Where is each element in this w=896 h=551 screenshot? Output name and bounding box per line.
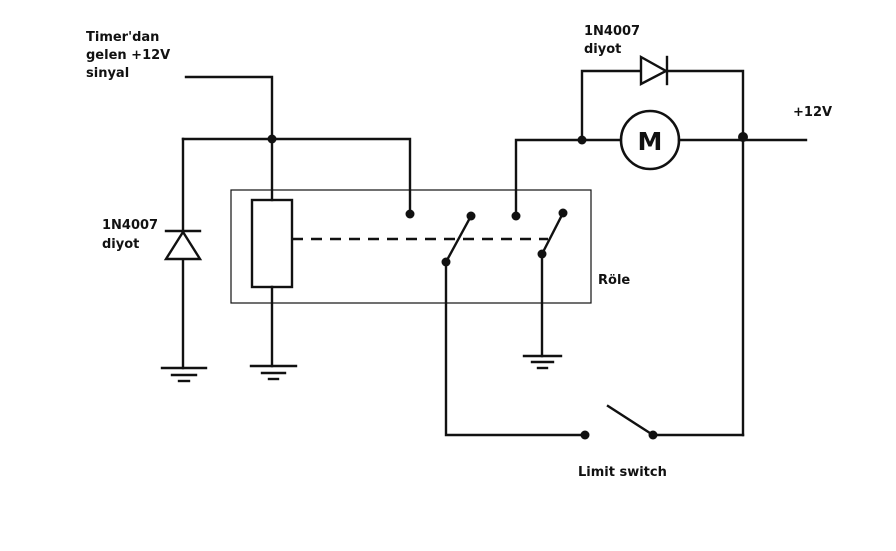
timer-signal-label-3: sinyal xyxy=(86,66,129,81)
relay-label: Röle xyxy=(598,273,630,288)
limit-switch-arm xyxy=(606,404,655,437)
relay-box xyxy=(230,189,592,304)
junction-dot xyxy=(577,135,587,145)
relay-coil xyxy=(250,198,294,289)
top-bus-wire xyxy=(181,137,412,216)
timer-signal-label-1: Timer'dan xyxy=(86,30,159,45)
junction-dot xyxy=(738,132,748,142)
limit-switch-label: Limit switch xyxy=(578,465,667,480)
contact-ground-icon xyxy=(522,354,563,370)
left-ground-icon xyxy=(160,366,208,383)
junction-dot xyxy=(267,134,277,144)
left-diode-label-2: diyot xyxy=(102,237,139,252)
timer-signal-label-2: gelen +12V xyxy=(86,48,170,63)
limit-switch-contact xyxy=(580,430,590,440)
timer-input-wire xyxy=(184,75,274,141)
top-diode xyxy=(580,54,745,437)
top-diode-label-1: 1N4007 xyxy=(584,24,640,39)
motor-label: M xyxy=(638,127,663,156)
left-diode-label-1: 1N4007 xyxy=(102,218,158,233)
left-diode xyxy=(163,137,203,370)
contact-2-arm xyxy=(540,211,565,256)
supply-label: +12V xyxy=(793,105,832,120)
contact-1-arm xyxy=(444,214,473,264)
top-diode-label-2: diyot xyxy=(584,42,621,57)
coil-ground-icon xyxy=(249,364,298,381)
limit-return-wire xyxy=(444,260,587,437)
contact-1-no xyxy=(405,209,415,219)
motor-feed-wire xyxy=(514,138,624,218)
